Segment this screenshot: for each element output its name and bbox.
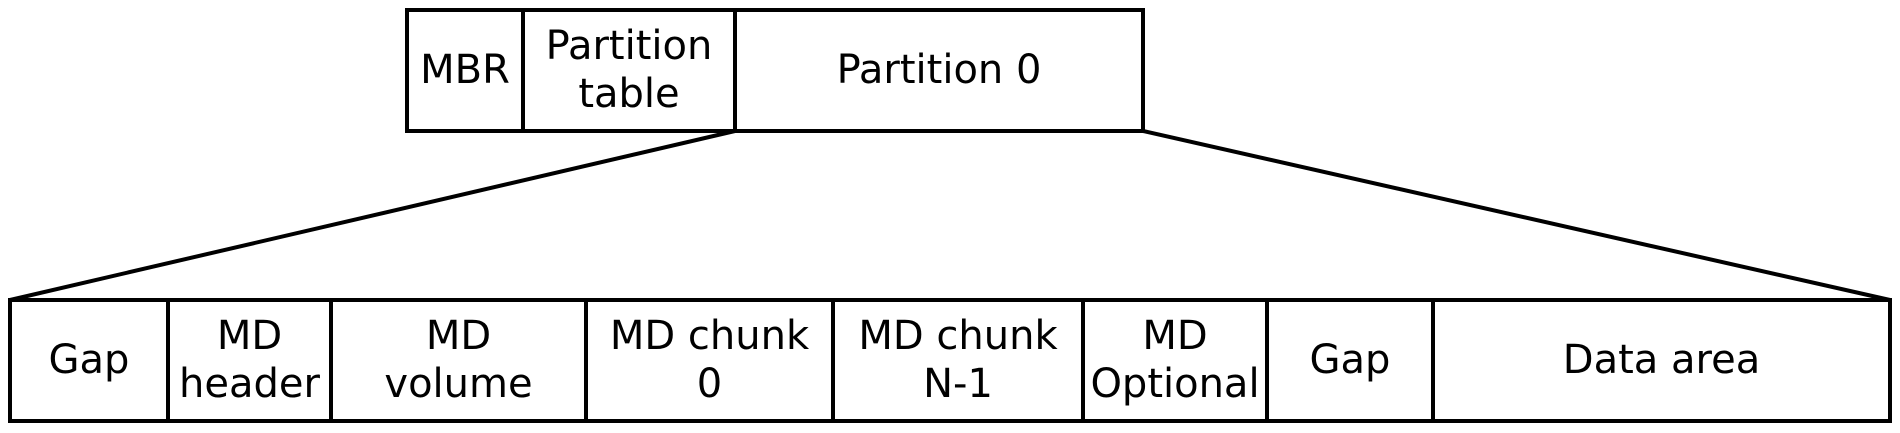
segment-mbr: MBR — [409, 12, 525, 129]
segment-md-optional: MD Optional — [1085, 302, 1269, 419]
expansion-line-right — [1142, 129, 1891, 302]
expansion-line-left — [9, 129, 736, 302]
segment-md-chunk-n-1: MD chunk N-1 — [835, 302, 1085, 419]
segment-partition-0: Partition 0 — [836, 46, 1042, 93]
segment-md-volume: MD volume — [333, 302, 588, 419]
segment-data-area: Data area — [1562, 336, 1761, 383]
disk-row: MBR Partition table Partition 0 — [405, 8, 1145, 133]
partition-contents-row: Gap MD header MD volume MD chunk 0 MD ch… — [8, 298, 1892, 423]
segment-gap-trailing: Gap — [1269, 302, 1435, 419]
segment-md-header: MD header — [170, 302, 333, 419]
segment-partition-table: Partition table — [525, 12, 737, 129]
segment-gap-leading: Gap — [12, 302, 170, 419]
segment-md-chunk-0: MD chunk 0 — [588, 302, 835, 419]
